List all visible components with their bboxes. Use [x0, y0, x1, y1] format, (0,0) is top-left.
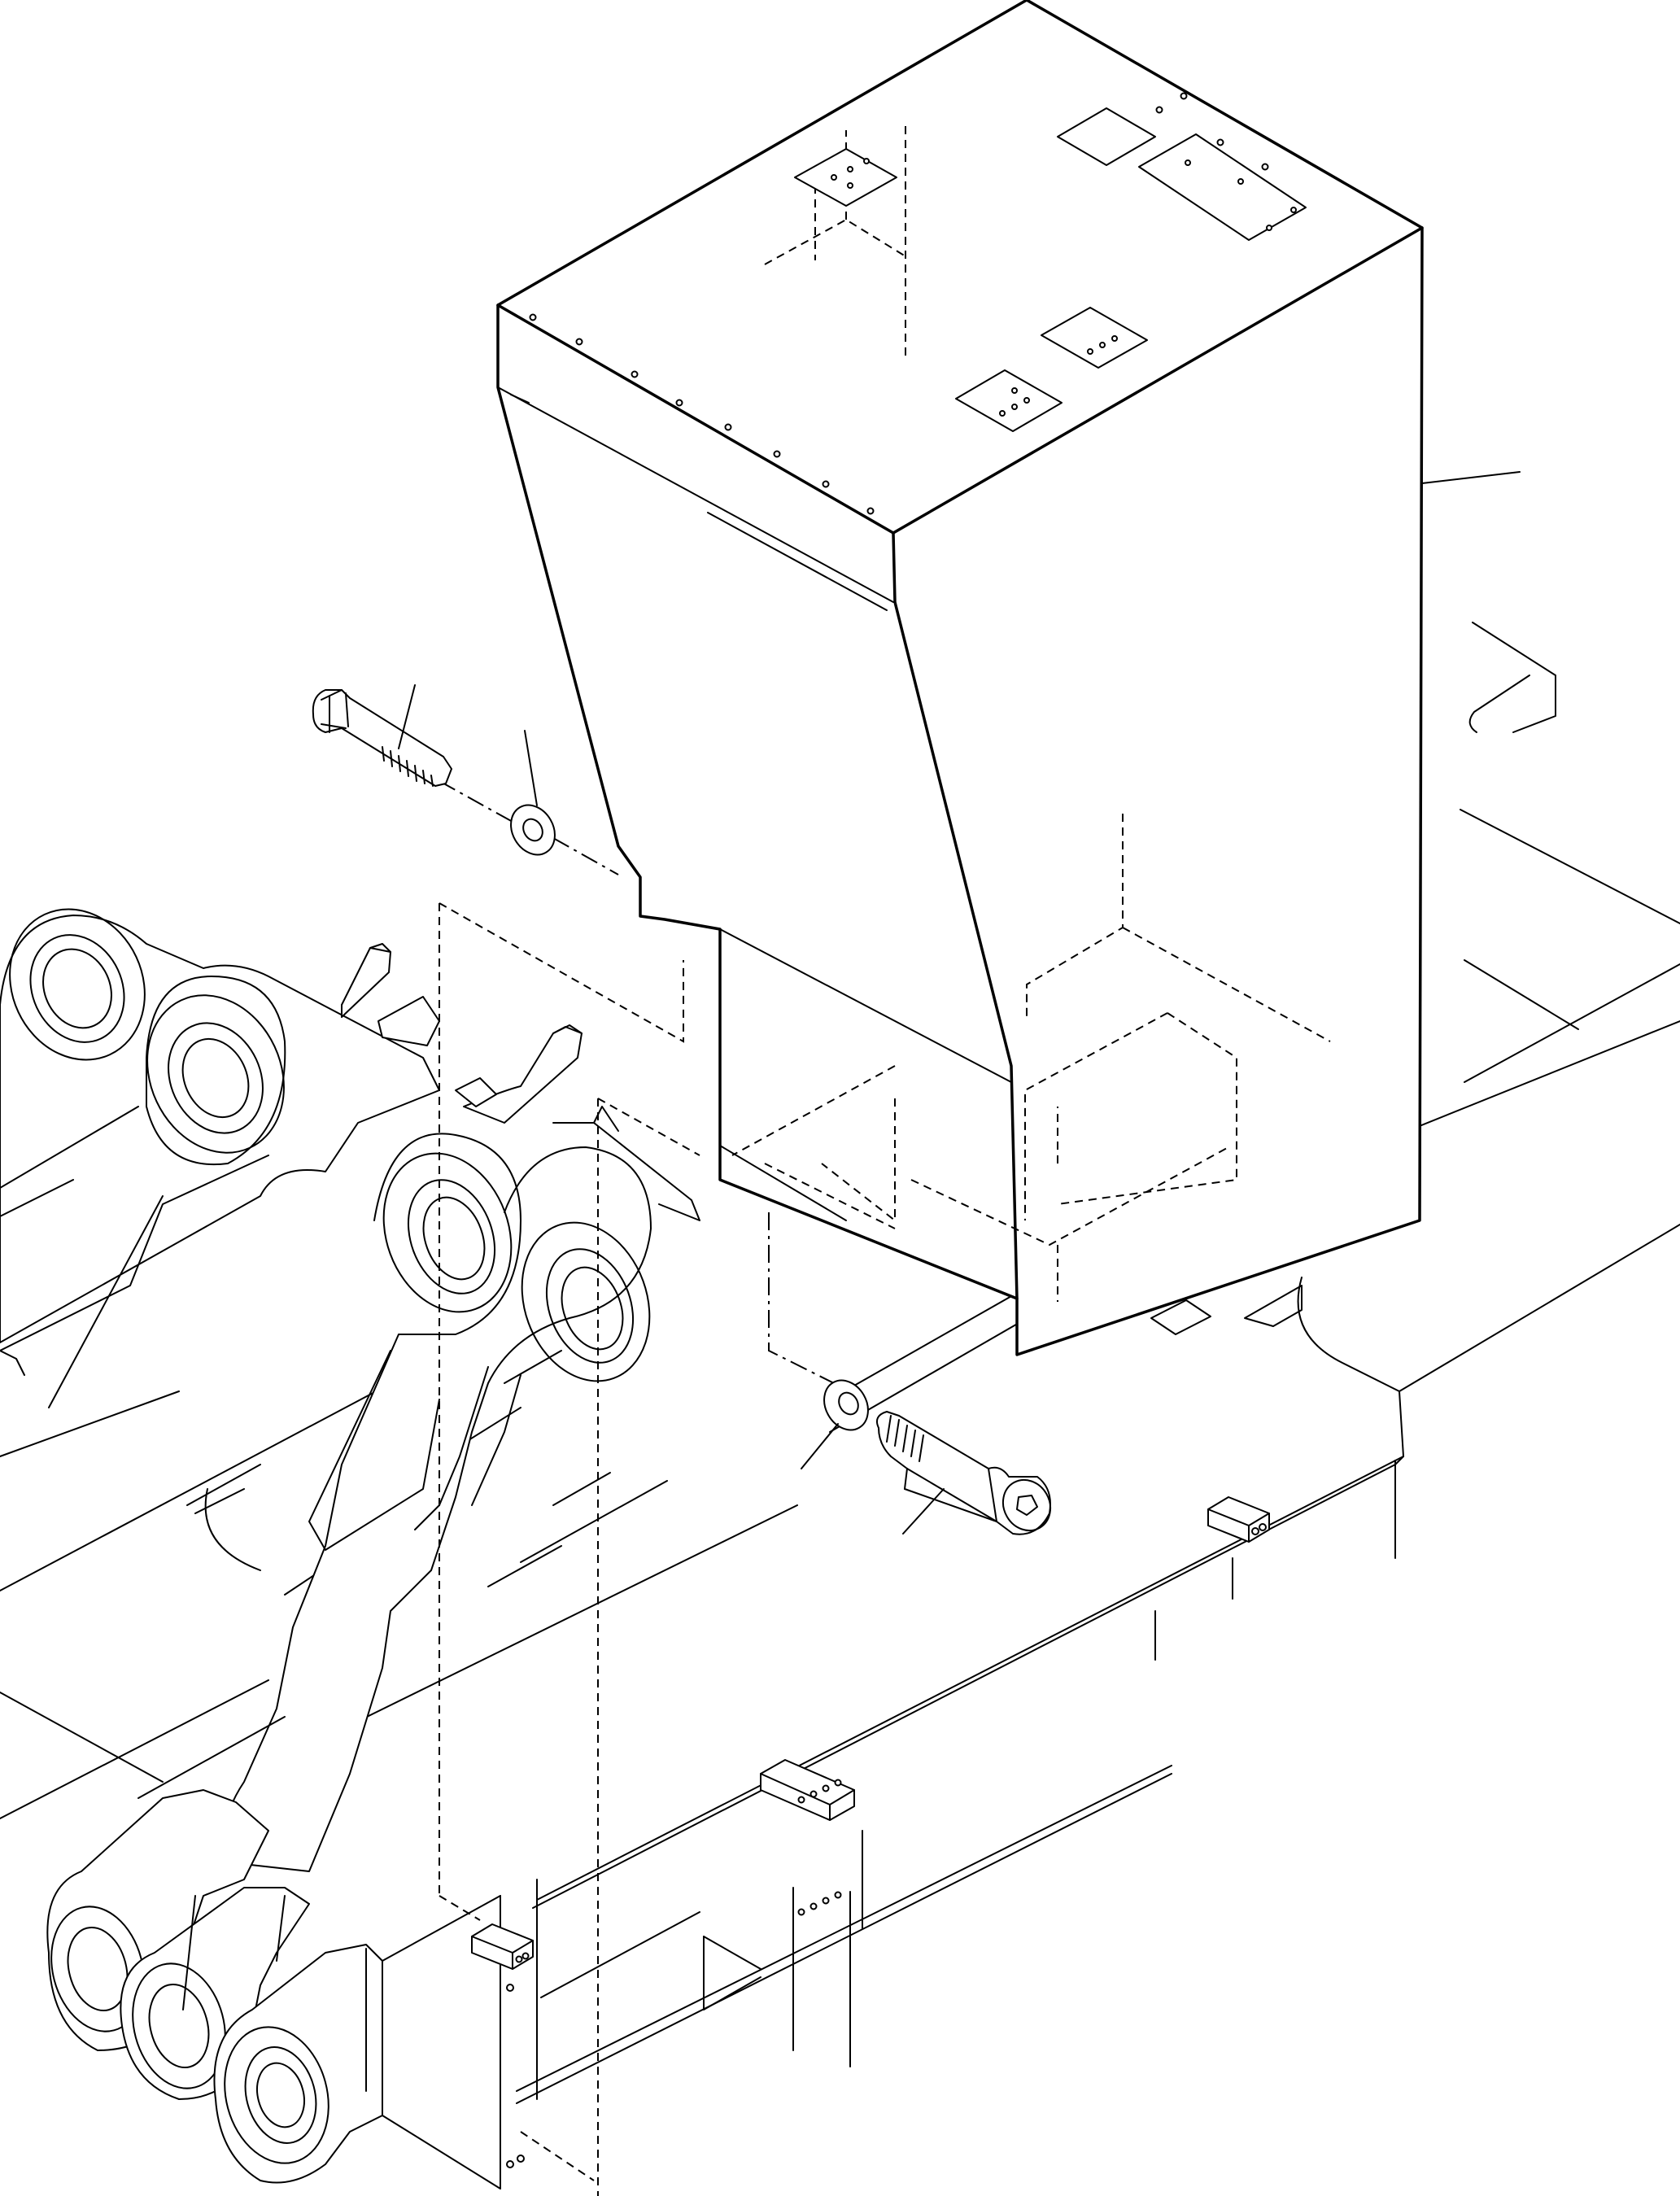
boom-pin-bosses: [0, 908, 440, 1408]
edge-bolt-dots: [529, 92, 1269, 515]
boom-arm-bosses: [137, 1133, 652, 1872]
counterweight: [496, 0, 1521, 1356]
washer-right: [801, 1379, 869, 1469]
hex-bolt-left: [312, 684, 452, 787]
revolving-frame: [0, 622, 1680, 2189]
washer-left: [510, 730, 556, 856]
lower-lugs: [46, 1789, 501, 2189]
top-cover-plates: [794, 107, 1307, 432]
socket-bolt-right: [876, 1411, 1052, 1535]
assembly-guide-lines: [439, 780, 835, 2196]
